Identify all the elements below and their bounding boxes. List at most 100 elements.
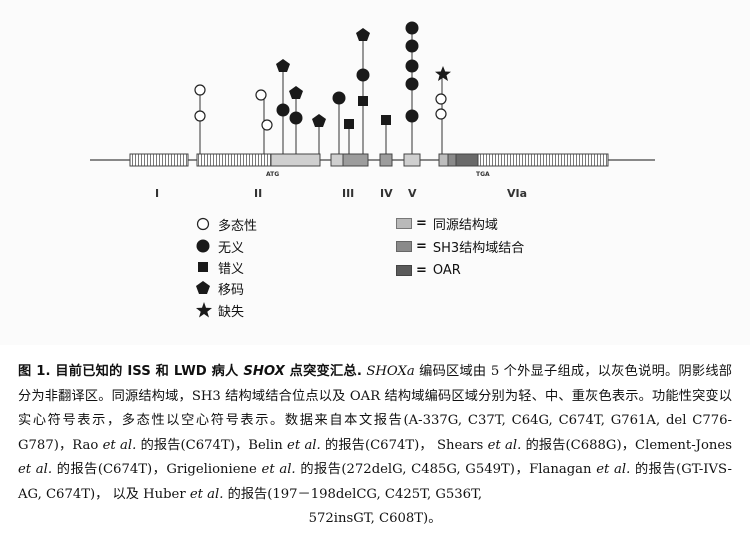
missense-icon: [358, 96, 368, 106]
mutation-column-exon4: [381, 115, 391, 154]
missense-icon: [344, 119, 354, 129]
legend-equals: =: [416, 215, 427, 231]
pentagon-icon: [196, 281, 218, 295]
exon-6a-sh3-binding: [447, 153, 457, 167]
caption-ref: 的报告(197－198delCG, C425T, G536T,: [223, 486, 483, 502]
nonsense-icon: [356, 68, 370, 82]
exon-6a-coding: [438, 153, 449, 167]
polymorphism-icon: [261, 119, 273, 131]
mutation-column-exon2-a: [194, 84, 206, 154]
oar-swatch: [396, 264, 412, 276]
legend-deletion: 缺失: [196, 300, 244, 320]
caption-et-al: et al.: [487, 437, 522, 453]
frameshift-icon: [276, 59, 290, 72]
nonsense-icon: [289, 111, 303, 125]
deletion-star-icon: [435, 66, 451, 81]
stop-codon-label: TGA: [476, 171, 490, 178]
polymorphism-icon: [255, 89, 267, 101]
mutation-column-exon3-b: [344, 119, 354, 154]
nonsense-icon: [405, 109, 419, 123]
nonsense-icon: [405, 21, 419, 35]
frameshift-icon: [312, 114, 326, 127]
missense-icon: [381, 115, 391, 125]
polymorphism-icon: [194, 84, 206, 96]
caption-et-al: et al.: [261, 462, 296, 477]
caption-body: 编码区域由 5 个外显子组成，以灰色说明。阴影线部分为非翻译区。同源结构域，SH…: [18, 364, 732, 453]
figure-panel: ATG TGA I II III IV V VIa: [90, 21, 655, 320]
caption-gene-name: SHOX: [243, 364, 285, 379]
nonsense-icon: [276, 103, 290, 117]
legend-label-missense: 错义: [218, 261, 245, 277]
homeodomain-swatch: [396, 217, 412, 229]
legend-label-homeodomain: 同源结构域: [432, 217, 498, 233]
caption-et-al: et al.: [18, 462, 53, 477]
start-codon-label: ATG: [266, 171, 279, 178]
caption-et-al: et al.: [189, 486, 224, 502]
mutation-column-exon5: [405, 21, 419, 154]
nonsense-icon: [332, 91, 346, 105]
nonsense-icon: [405, 39, 419, 53]
legend-homeodomain: = 同源结构域: [396, 213, 498, 233]
exon-label-6a: VIa: [507, 187, 527, 200]
caption-isoform: SHOXa: [366, 364, 415, 379]
legend-equals: =: [416, 238, 427, 254]
legend-label-deletion: 缺失: [218, 304, 245, 320]
mutation-column-exon6a: [435, 66, 451, 154]
open-circle-icon: [196, 217, 218, 231]
frameshift-icon: [289, 86, 303, 99]
mutation-column-exon3-c: [356, 28, 370, 154]
mutation-column-exon2-c: [276, 59, 290, 154]
legend-label-oar: OAR: [432, 262, 461, 278]
exon-label-2: II: [254, 187, 262, 200]
legend-equals: =: [416, 262, 427, 278]
exon-label-1: I: [155, 187, 159, 200]
caption-ref: 的报告(C674T)， Shears: [320, 437, 488, 453]
filled-circle-icon: [196, 239, 218, 253]
exon-label-4: IV: [380, 187, 393, 200]
mutation-column-exon3-a: [332, 91, 346, 154]
legend-oar: = OAR: [396, 260, 461, 280]
caption-lead-text: 图 1. 目前已知的 ISS 和 LWD 病人: [18, 364, 244, 379]
exon-5-coding: [403, 153, 421, 167]
frameshift-icon: [356, 28, 370, 41]
exon-label-3: III: [342, 187, 354, 200]
polymorphism-icon: [435, 93, 447, 105]
exon-2-coding: [270, 153, 321, 167]
caption-et-al: et al.: [287, 437, 321, 453]
caption-ref: 的报告(C674T)，Grigelioniene: [52, 462, 262, 477]
figure-caption: 图 1. 目前已知的 ISS 和 LWD 病人 SHOX 点突变汇总. SHOX…: [18, 360, 732, 532]
exon-label-5: V: [408, 187, 417, 200]
legend-missense: 错义: [196, 257, 244, 277]
caption-ref: 的报告(GT-IVS-AG, C674T)， 以及 Huber: [18, 462, 732, 502]
legend-polymorphism: 多态性: [196, 214, 257, 234]
polymorphism-icon: [194, 110, 206, 122]
sh3-binding-swatch: [396, 240, 412, 252]
exon-1-utr: [129, 153, 189, 167]
legend-label-sh3-binding: SH3结构域结合: [432, 240, 525, 256]
legend-label-frameshift: 移码: [218, 282, 245, 298]
caption-lead: 图 1. 目前已知的 ISS 和 LWD 病人 SHOX 点突变汇总.: [18, 364, 362, 379]
caption-et-al: et al.: [102, 437, 137, 453]
nonsense-icon: [405, 77, 419, 91]
exon-6a-oar: [455, 153, 479, 167]
legend-label-polymorphism: 多态性: [218, 218, 258, 234]
caption-et-al: et al.: [596, 462, 631, 477]
star-icon: [196, 302, 218, 318]
exon-3-homeodomain: [342, 153, 369, 167]
caption-ref: 的报告(272delG, C485G, G549T)，Flanagan: [295, 462, 597, 477]
legend-frameshift: 移码: [196, 278, 244, 298]
exon-4-homeodomain: [379, 153, 393, 167]
mutation-column-exon2-d: [289, 86, 303, 154]
shox-gene-diagram: ATG TGA I II III IV V VIa: [90, 21, 655, 200]
exon-3-coding: [330, 153, 344, 167]
caption-ref: 的报告(C674T)，Belin: [136, 437, 288, 453]
caption-ref: 的报告(C688G)，Clement-Jones: [521, 437, 732, 453]
filled-square-icon: [196, 260, 218, 274]
legend-label-nonsense: 无义: [218, 240, 245, 256]
exon-2-utr: [196, 153, 272, 167]
caption-last-line: 572insGT, C608T)。: [308, 511, 442, 526]
polymorphism-icon: [435, 108, 447, 120]
exon-6a-utr: [477, 153, 609, 167]
legend-nonsense: 无义: [196, 236, 244, 256]
caption-lead-end: 点突变汇总.: [284, 364, 362, 379]
